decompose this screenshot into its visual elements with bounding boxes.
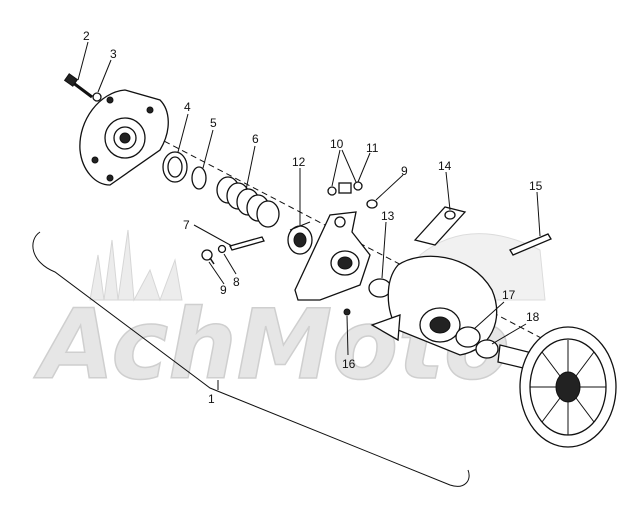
callout-9-lower: 9: [220, 283, 227, 297]
part-9-screw-upper: [366, 199, 378, 209]
callout-12: 12: [292, 155, 306, 169]
callout-3: 3: [110, 47, 117, 61]
part-2-bolt: [63, 73, 93, 99]
callout-2: 2: [83, 29, 90, 43]
callout-15: 15: [529, 179, 543, 193]
callout-16: 16: [342, 357, 356, 371]
part-5-ring: [191, 166, 207, 190]
callout-18: 18: [526, 310, 540, 324]
part-7-pin: [229, 236, 265, 251]
callout-11: 11: [366, 141, 379, 155]
leader-lines: [77, 41, 541, 390]
cover-plate: [79, 89, 169, 186]
part-3-washer: [92, 92, 102, 102]
part-17-washer: [455, 326, 481, 348]
callout-9-upper: 9: [401, 164, 408, 178]
part-15-pin: [509, 233, 552, 256]
callout-1: 1: [208, 392, 215, 406]
part-18-ring: [475, 339, 499, 359]
parts-10-11: [327, 181, 363, 196]
callout-6: 6: [252, 132, 259, 146]
callout-13: 13: [381, 209, 395, 223]
callout-labels: 2 3 4 5 6 7 8 9 12 10 11 9 13 14 15 16 1…: [83, 29, 543, 406]
part-16-fastener: [343, 308, 351, 316]
part-12-roller: [287, 221, 313, 255]
callout-4: 4: [184, 100, 191, 114]
shaft-wheel: [497, 326, 617, 448]
bracket-1: [32, 231, 470, 487]
callout-10: 10: [330, 137, 344, 151]
part-9-screw-lower: [201, 249, 215, 265]
weight-arm: [294, 211, 371, 301]
callout-7: 7: [183, 218, 190, 232]
callout-8: 8: [233, 275, 240, 289]
callout-5: 5: [210, 116, 217, 130]
callout-14: 14: [438, 159, 452, 173]
part-6-spring: [216, 176, 280, 228]
part-8-washer: [217, 244, 227, 254]
part-14-bracket: [413, 206, 467, 246]
part-4-bushing: [162, 151, 188, 183]
callout-17: 17: [502, 288, 516, 302]
